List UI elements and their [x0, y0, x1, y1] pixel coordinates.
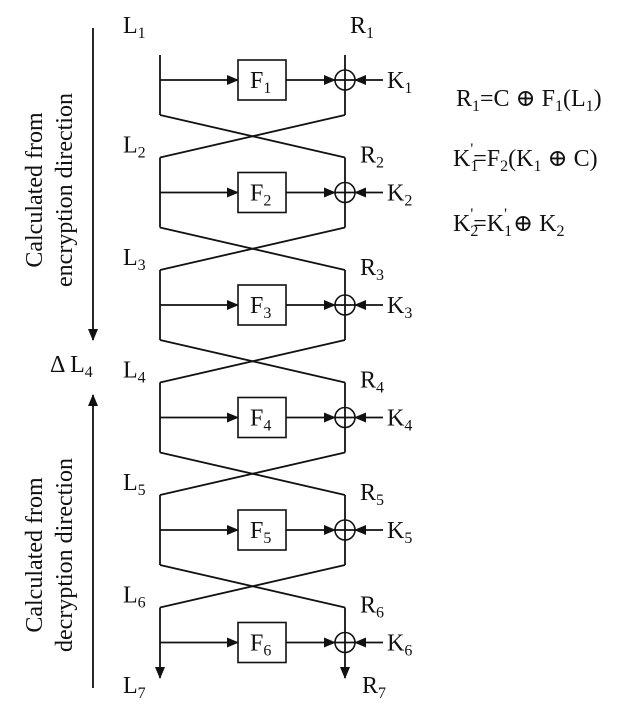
k-label-4: K4	[387, 406, 412, 435]
l-label-3: L3	[123, 245, 146, 274]
f-label-1: F1	[250, 68, 271, 97]
f-label-2: F2	[250, 181, 271, 210]
r-label-4: R4	[360, 368, 384, 397]
equation-r1: R1=C ⊕ F1(L1)	[456, 86, 602, 115]
l-label-1: L1	[123, 13, 146, 42]
delta-l4-label: Δ L4	[50, 352, 93, 381]
output-l7-label: L7	[123, 673, 146, 702]
k-label-2: K2	[387, 181, 412, 210]
f-box-4	[237, 396, 287, 439]
f-box-5	[237, 509, 287, 551]
encryption-side-label-line2: encryption direction	[52, 93, 78, 287]
r-label-2: R2	[360, 143, 384, 172]
cross-r-to-l-1	[159, 114, 346, 159]
decryption-side-label-line2: decryption direction	[52, 458, 78, 652]
l-label-2: L2	[123, 133, 146, 162]
k-label-6: K6	[387, 631, 412, 660]
l-label-4: L4	[123, 358, 146, 387]
f-label-4: F4	[250, 406, 271, 435]
k-label-5: K5	[387, 518, 412, 547]
r-label-6: R6	[360, 593, 384, 622]
encryption-side-label-line1: Calculated from	[22, 112, 48, 268]
f-box-6	[237, 621, 287, 664]
output-r7-label: R7	[362, 673, 386, 702]
cross-r-to-l-4	[159, 451, 346, 496]
f-label-5: F5	[250, 518, 271, 547]
f-box-1	[237, 59, 287, 101]
l-label-5: L5	[123, 470, 146, 499]
equation-k1-prime: K1'=F2(K1 ⊕ C)	[453, 141, 598, 175]
r-label-3: R3	[360, 255, 384, 284]
equations: R1=C ⊕ F1(L1) K1'=F2(K1 ⊕ C) K2'=K1' ⊕ K…	[453, 86, 602, 240]
decryption-side-label-line1: Calculated from	[22, 477, 48, 633]
cross-r-to-l-2	[159, 226, 346, 271]
r-label-5: R5	[360, 480, 384, 509]
k-label-1: K1	[387, 68, 412, 97]
f-label-6: F6	[250, 631, 271, 660]
equation-k2-prime: K2'=K1' ⊕ K2	[453, 206, 564, 240]
f-label-3: F3	[250, 293, 271, 322]
cross-r-to-l-5	[159, 564, 346, 609]
k-label-3: K3	[387, 293, 412, 322]
r-label-1: R1	[350, 13, 374, 42]
l-label-6: L6	[123, 583, 146, 612]
cross-r-to-l-3	[159, 339, 346, 384]
f-box-3	[237, 284, 287, 326]
